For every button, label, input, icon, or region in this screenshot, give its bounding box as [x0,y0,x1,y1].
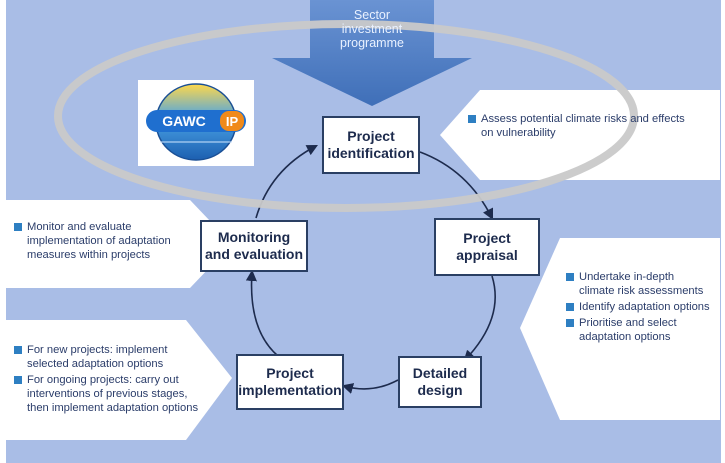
bullet-icon [14,376,22,384]
svg-text:IP: IP [226,114,239,129]
callout-arrow-design [520,238,720,420]
cycle-arrow-monitoring-to-identification [255,144,318,219]
bullet-icon [566,273,574,281]
cycle-arrow-implementation-to-monitoring [245,269,279,357]
gawcip-logo: GAWC IP [138,80,254,166]
callout-arrow-top-right [440,90,720,180]
box-detailed-design: Detailed design [398,356,482,408]
box-project-appraisal: Project appraisal [434,218,540,276]
bullet-icon [468,115,476,123]
bullet-icon [566,319,574,327]
bullet-icon [14,223,22,231]
cycle-arrow-appraisal-to-design [463,275,496,362]
box-project-identification: Project identification [322,116,420,174]
box-monitoring-evaluation: Monitoring and evaluation [200,220,308,272]
svg-text:GAWC: GAWC [162,113,206,129]
box-project-implementation: Project implementation [236,354,344,410]
note-implement: For new projects: implement selected ada… [14,343,214,417]
cycle-arrow-identification-to-appraisal [419,151,494,221]
note-design-steps: Undertake in-depth climate risk assessme… [566,270,722,346]
note-monitor: Monitor and evaluate implementation of a… [14,220,194,264]
bullet-icon [14,346,22,354]
sector-investment-label: Sector investment programme [340,8,404,50]
callout-arrow-implement [6,320,232,440]
bullet-icon [566,303,574,311]
highlight-ellipse [54,20,638,212]
callout-arrow-monitor [6,200,232,288]
note-assess-risks: Assess potential climate risks and effec… [468,112,718,142]
cycle-arrow-design-to-implementation [341,379,399,394]
